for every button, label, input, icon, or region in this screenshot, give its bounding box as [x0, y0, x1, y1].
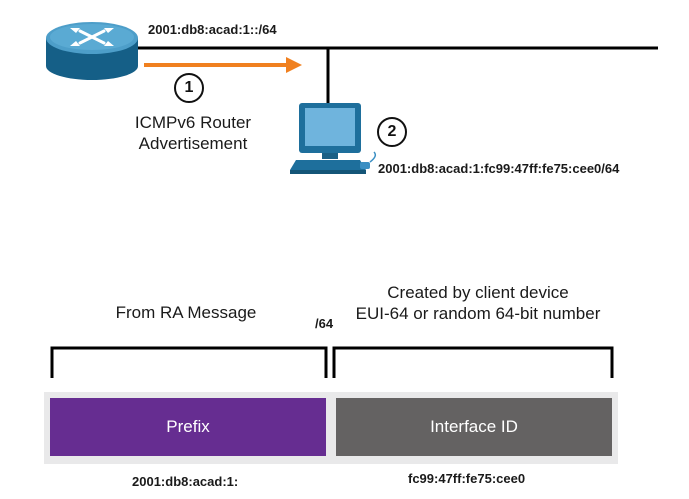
- step-1-label-line2: Advertisement: [138, 134, 248, 153]
- prefix-caption: From RA Message: [115, 303, 257, 322]
- interface-value: fc99:47ff:fe75:cee0: [408, 471, 526, 486]
- interface-block: Interface ID: [330, 392, 618, 464]
- prefix-block: Prefix: [44, 392, 332, 464]
- step-1-badge: 1: [174, 73, 204, 103]
- step-2-badge: 2: [377, 117, 407, 147]
- network-prefix-address: 2001:db8:acad:1::/64: [148, 22, 277, 37]
- router-icon: [46, 22, 138, 80]
- interface-bracket: [332, 346, 614, 378]
- prefix-value: 2001:db8:acad:1:: [132, 474, 239, 489]
- interface-caption: Created by client device EUI-64 or rando…: [348, 282, 608, 324]
- step-1-label: ICMPv6 Router Advertisement: [118, 112, 268, 154]
- computer-icon: [290, 103, 377, 174]
- ra-arrow: [144, 57, 302, 73]
- host-address: 2001:db8:acad:1:fc99:47ff:fe75:cee0/64: [378, 161, 620, 176]
- interface-box: Interface ID: [336, 398, 612, 456]
- interface-caption-line1: Created by client device: [387, 283, 569, 302]
- step-1-label-line1: ICMPv6 Router: [134, 113, 252, 132]
- prefix-box: Prefix: [50, 398, 326, 456]
- interface-caption-line2: EUI-64 or random 64-bit number: [355, 304, 601, 323]
- prefix-bracket: [50, 346, 328, 378]
- split-label: /64: [315, 316, 334, 331]
